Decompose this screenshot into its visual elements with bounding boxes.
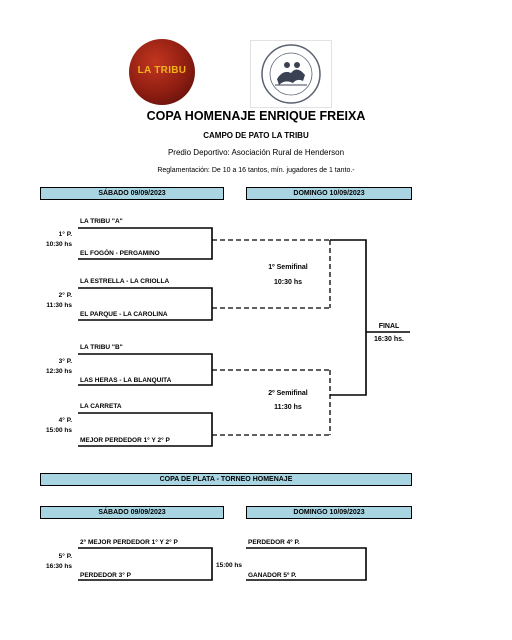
- plata-day1-header: SÁBADO 09/09/2023: [40, 506, 224, 519]
- federation-seal-graphic: [261, 44, 321, 104]
- main-day1-header: SÁBADO 09/09/2023: [40, 187, 224, 200]
- match5-team-a: 2° MEJOR PERDEDOR 1° Y 2° P: [80, 539, 178, 546]
- rules-text: Reglamentación: De 10 a 16 tantos, mín. …: [157, 167, 355, 174]
- plata-final-team-b: GANADOR 5º P.: [248, 572, 297, 579]
- match1-team-b: EL FOGÓN - PERGAMINO: [80, 250, 160, 257]
- venue-text: Predio Deportivo: Asociación Rural de He…: [167, 148, 345, 157]
- federation-seal-logo: [250, 40, 332, 108]
- match1-number: 1° P.: [58, 231, 72, 238]
- plata-final-time: 15:00 hs: [216, 562, 243, 569]
- match3-number: 3° P.: [58, 358, 72, 365]
- match4-team-b: MEJOR PERDEDOR 1° Y 2° P: [80, 437, 170, 444]
- final-label: FINAL: [378, 323, 400, 330]
- match2-number: 2° P.: [58, 292, 72, 299]
- main-day2-header: DOMINGO 10/09/2023: [246, 187, 412, 200]
- plata-day2-header: DOMINGO 10/09/2023: [246, 506, 412, 519]
- match5-number: 5° P.: [58, 553, 72, 560]
- match4-number: 4° P.: [58, 417, 72, 424]
- match4-time: 15:00 hs: [45, 427, 72, 434]
- semifinal1-label: 1º Semifinal: [268, 264, 308, 271]
- match3-time: 12:30 hs: [45, 368, 72, 375]
- match5-team-b: PERDEDOR 3° P: [80, 572, 132, 579]
- match1-team-a: LA TRIBU "A": [80, 218, 123, 225]
- la-tribu-logo: LA TRIBU: [129, 39, 195, 105]
- la-tribu-logo-text: LA TRIBU: [137, 65, 187, 76]
- plata-final-team-a: PERDEDOR 4º P.: [248, 539, 300, 546]
- semifinal2-label: 2º Semifinal: [268, 390, 308, 397]
- match3-team-a: LA TRIBU "B": [80, 344, 123, 351]
- match2-team-a: LA ESTRELLA - LA CRIOLLA: [80, 278, 170, 285]
- match1-time: 10:30 hs: [45, 241, 72, 248]
- final-time: 16:30 hs.: [374, 336, 404, 343]
- match2-team-b: EL PARQUE - LA CAROLINA: [80, 311, 168, 318]
- semifinal2-time: 11:30 hs: [274, 404, 302, 411]
- match3-team-b: LAS HERAS - LA BLANQUITA: [80, 377, 172, 384]
- copa-plata-header: COPA DE PLATA - TORNEO HOMENAJE: [40, 473, 412, 486]
- match5-time: 16:30 hs: [45, 563, 72, 570]
- match2-time: 11:30 hs: [46, 302, 72, 309]
- match4-team-a: LA CARRETA: [80, 403, 122, 410]
- semifinal1-time: 10:30 hs: [273, 279, 303, 286]
- page-title: COPA HOMENAJE ENRIQUE FREIXA: [146, 109, 366, 123]
- page-subtitle: CAMPO DE PATO LA TRIBU: [203, 131, 309, 140]
